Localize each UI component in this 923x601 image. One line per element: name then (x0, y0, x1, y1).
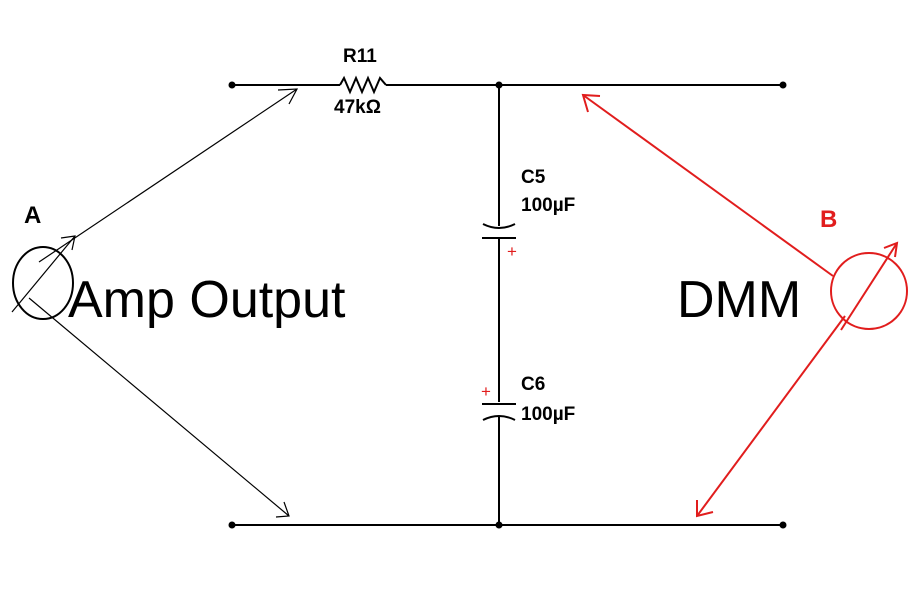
source-meter-a: A (11, 88, 299, 518)
dmm-probe-top-line (582, 94, 834, 277)
dmm-meter-letter: B (820, 206, 837, 233)
capacitor-c5-curved-plate (482, 223, 516, 229)
node-top-left (228, 81, 236, 89)
source-meter-needle (11, 235, 76, 313)
source-label: Amp Output (68, 271, 346, 329)
source-probe-bottom-line (28, 297, 290, 517)
c6-value-label: 100µF (521, 404, 575, 425)
r11-name-label: R11 (343, 46, 377, 67)
source-probe-bottom-arrowhead (275, 501, 290, 518)
dmm-label: DMM (677, 271, 801, 329)
node-bottom-right (779, 521, 787, 529)
source-meter-circle (12, 246, 74, 320)
c5-name-label: C5 (521, 167, 546, 188)
source-meter-needle-head (60, 235, 76, 251)
node-top-right (779, 81, 787, 89)
node-bottom-left (228, 521, 236, 529)
c5-polarity-mark: + (507, 242, 517, 261)
dmm-probe-bottom-arrowhead (696, 500, 714, 518)
source-probe-top-arrowhead (277, 88, 299, 105)
c6-name-label: C6 (521, 374, 545, 395)
resistor-r11-symbol (339, 75, 387, 95)
dmm-probe-bottom-line (696, 315, 846, 517)
dmm-meter-b: B (581, 93, 908, 518)
dmm-meter-needle (840, 242, 898, 331)
dmm-meter-circle (830, 252, 908, 330)
capacitor-branch (482, 85, 516, 525)
top-rail (228, 75, 787, 95)
dmm-meter-needle-head (883, 241, 899, 258)
source-meter-letter: A (24, 202, 41, 229)
c6-polarity-mark: + (481, 382, 491, 401)
dmm-probe-top-arrowhead (581, 93, 601, 113)
source-probe-top-line (38, 88, 298, 263)
bottom-rail (228, 521, 787, 529)
c5-value-label: 100µF (521, 195, 575, 216)
r11-value-label: 47kΩ (334, 97, 381, 118)
